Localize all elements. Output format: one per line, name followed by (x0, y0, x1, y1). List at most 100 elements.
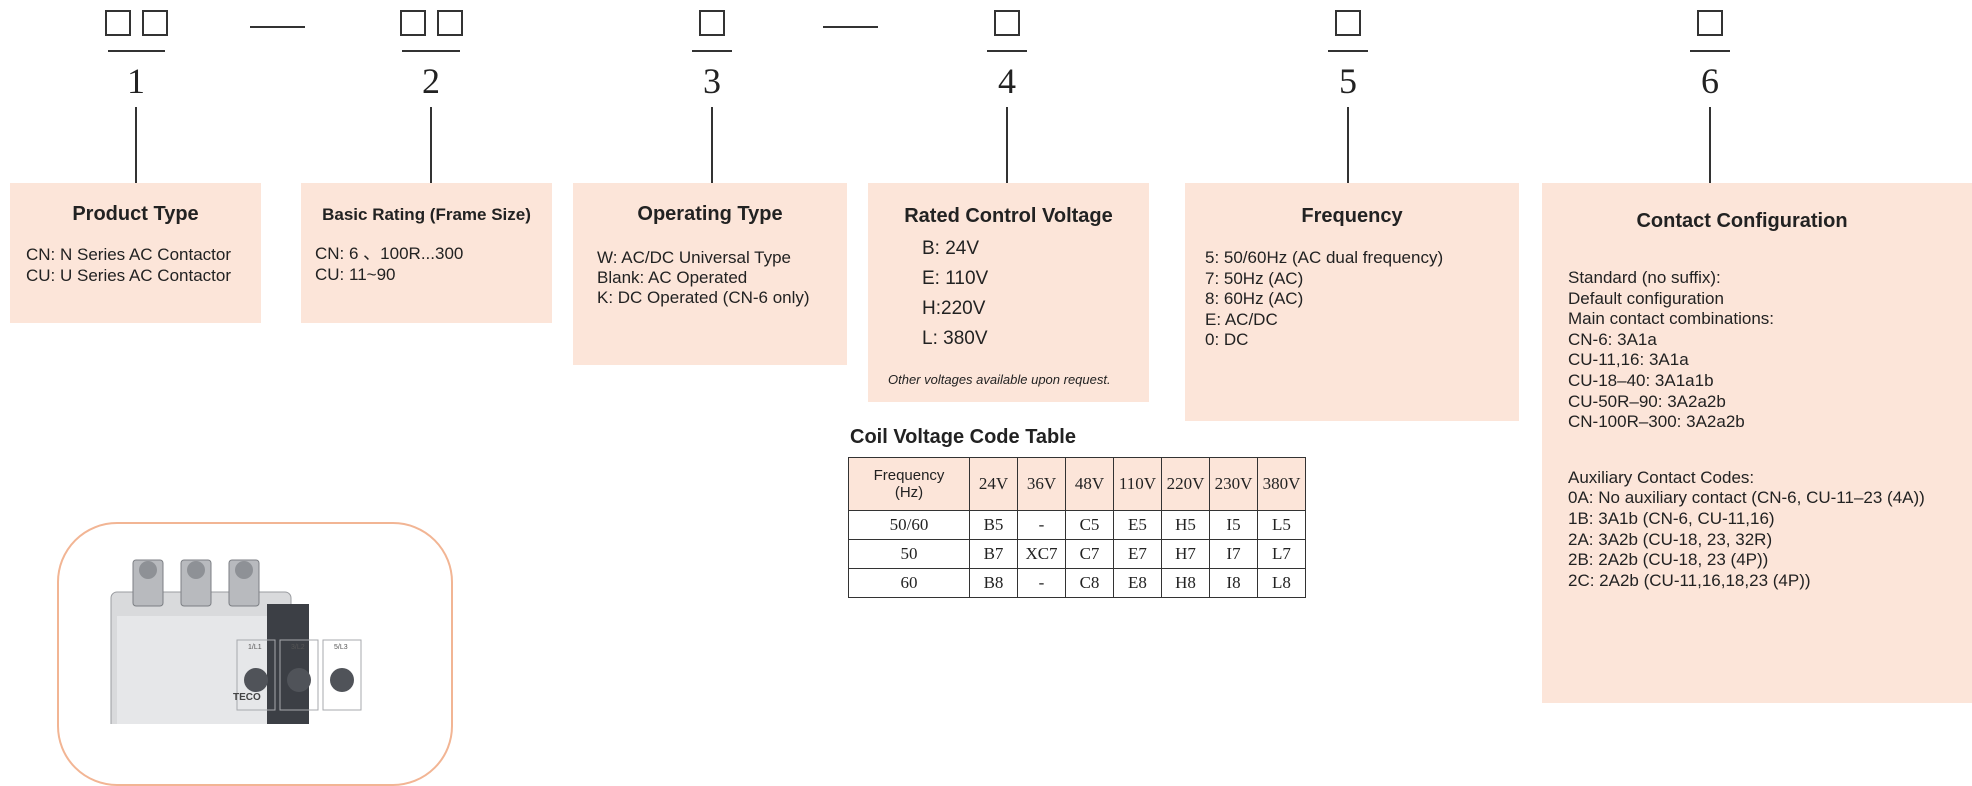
rated-voltage-line: L: 380V (922, 328, 988, 349)
code-underline-1 (108, 50, 165, 52)
freq-cell: 50 (848, 539, 970, 569)
code-cell: B5 (969, 510, 1018, 540)
code-box-2b (437, 10, 463, 36)
frequency-box: Frequency 5: 50/60Hz (AC dual frequency)… (1185, 183, 1519, 421)
voltage-header: 36V (1017, 457, 1066, 511)
rated-voltage-line: H:220V (922, 298, 986, 319)
terminal-label: 3/L2 (291, 644, 305, 651)
product-type-line: CN: N Series AC Contactor (26, 245, 232, 264)
code-underline-5 (1328, 50, 1368, 52)
code-cell: I5 (1209, 510, 1258, 540)
code-cell: E7 (1113, 539, 1162, 569)
aux-contact-line: 2C: 2A2b (CU-11,16,18,23 (4P)) (1568, 570, 1811, 590)
separator-dash-2 (823, 26, 878, 28)
voltage-header: 380V (1257, 457, 1306, 511)
code-box-5 (1335, 10, 1361, 36)
code-box-4 (994, 10, 1020, 36)
position-number-4: 4 (998, 61, 1016, 101)
aux-contact-line: 2B: 2A2b (CU-18, 23 (4P)) (1568, 550, 1769, 570)
code-underline-6 (1690, 50, 1730, 52)
frequency-line: 8: 60Hz (AC) (1205, 289, 1304, 308)
aux-contact-line: Auxiliary Contact Codes: (1568, 467, 1755, 487)
position-number-2: 2 (422, 61, 440, 101)
contact-config-line: CU-50R–90: 3A2a2b (1568, 391, 1726, 411)
code-cell: I7 (1209, 539, 1258, 569)
code-cell: H7 (1161, 539, 1210, 569)
code-cell: - (1017, 568, 1066, 598)
table-row: 50 B7 XC7 C7 E7 H7 I7 L7 (848, 539, 1306, 569)
code-cell: C7 (1065, 539, 1114, 569)
freq-cell: 60 (848, 568, 970, 598)
contact-config-line: CU-11,16: 3A1a (1568, 350, 1689, 370)
basic-rating-line: CN: 6 、100R...300 (315, 244, 464, 263)
operating-type-line: W: AC/DC Universal Type (597, 248, 791, 267)
operating-type-line: K: DC Operated (CN-6 only) (597, 288, 810, 307)
voltage-header: 48V (1065, 457, 1114, 511)
table-row: 50/60 B5 - C5 E5 H5 I5 L5 (848, 510, 1306, 540)
freq-cell: 50/60 (848, 510, 970, 540)
aux-contact-line: 2A: 3A2b (CU-18, 23, 32R) (1568, 529, 1773, 549)
voltage-header: 220V (1161, 457, 1210, 511)
aux-contact-line: 0A: No auxiliary contact (CN-6, CU-11–23… (1568, 488, 1925, 508)
freq-header: Frequency (Hz) (848, 457, 970, 511)
product-type-line: CU: U Series AC Contactor (26, 266, 232, 285)
rated-voltage-line: E: 110V (922, 268, 989, 289)
code-cell: C8 (1065, 568, 1114, 598)
contact-config-line: Standard (no suffix): (1568, 268, 1721, 287)
coil-voltage-table: Frequency (Hz) 24V 36V 48V 110V 220V 230… (848, 457, 1306, 598)
position-number-6: 6 (1701, 61, 1719, 101)
rated-voltage-box: Rated Control Voltage B: 24V E: 110V H:2… (868, 183, 1149, 402)
code-cell: L7 (1257, 539, 1306, 569)
contact-config-line: CN-6: 3A1a (1568, 329, 1657, 349)
contact-config-box: Contact Configuration Standard (no suffi… (1542, 183, 1972, 703)
connector-line-1 (135, 107, 137, 183)
connector-line-4 (1006, 107, 1008, 183)
operating-type-line: Blank: AC Operated (597, 268, 748, 287)
contact-config-line: Main contact combinations: (1568, 309, 1774, 329)
connector-line-2 (430, 107, 432, 183)
code-underline-4 (987, 50, 1027, 52)
position-number-3: 3 (703, 61, 721, 101)
code-cell: B7 (969, 539, 1018, 569)
voltage-header: 230V (1209, 457, 1258, 511)
terminal-label: 1/L1 (248, 644, 262, 651)
connector-line-5 (1347, 107, 1349, 183)
code-cell: H5 (1161, 510, 1210, 540)
code-cell: - (1017, 510, 1066, 540)
code-cell: C5 (1065, 510, 1114, 540)
basic-rating-line: CU: 11~90 (315, 265, 396, 284)
frequency-line: 7: 50Hz (AC) (1205, 268, 1304, 288)
contact-config-line: CN-100R–300: 3A2a2b (1568, 412, 1745, 432)
basic-rating-box: Basic Rating (Frame Size) CN: 6 、100R...… (301, 183, 552, 323)
freq-header-text: Frequency (Hz) (873, 467, 945, 501)
code-cell: I8 (1209, 568, 1258, 598)
code-cell: E5 (1113, 510, 1162, 540)
frequency-line: 0: DC (1205, 330, 1249, 349)
table-header-row: Frequency (Hz) 24V 36V 48V 110V 220V 230… (848, 457, 1306, 511)
code-box-1b (142, 10, 168, 36)
position-number-1: 1 (127, 61, 145, 101)
brand-label: TECO (233, 692, 261, 703)
product-type-box: Product Type CN: N Series AC Contactor C… (10, 183, 261, 323)
rated-voltage-line: B: 24V (922, 238, 980, 259)
terminal-label: 5/L3 (334, 644, 348, 651)
separator-dash-1 (250, 26, 305, 28)
code-box-2a (400, 10, 426, 36)
code-cell: XC7 (1017, 539, 1066, 569)
contact-config-title: Contact Configuration (1636, 210, 1848, 232)
frequency-line: E: AC/DC (1205, 309, 1278, 329)
code-box-1a (105, 10, 131, 36)
aux-contact-line: 1B: 3A1b (CN-6, CU-11,16) (1568, 508, 1775, 528)
connector-line-6 (1709, 107, 1711, 183)
code-box-3 (699, 10, 725, 36)
voltage-header: 110V (1113, 457, 1162, 511)
frequency-line: 5: 50/60Hz (AC dual frequency) (1205, 248, 1444, 267)
code-cell: H8 (1161, 568, 1210, 598)
code-box-6 (1697, 10, 1723, 36)
code-cell: E8 (1113, 568, 1162, 598)
code-underline-2 (402, 50, 460, 52)
table-row: 60 B8 - C8 E8 H8 I8 L8 (848, 568, 1306, 598)
code-cell: L8 (1257, 568, 1306, 598)
position-number-5: 5 (1339, 61, 1357, 101)
operating-type-box: Operating Type W: AC/DC Universal Type B… (573, 183, 847, 365)
